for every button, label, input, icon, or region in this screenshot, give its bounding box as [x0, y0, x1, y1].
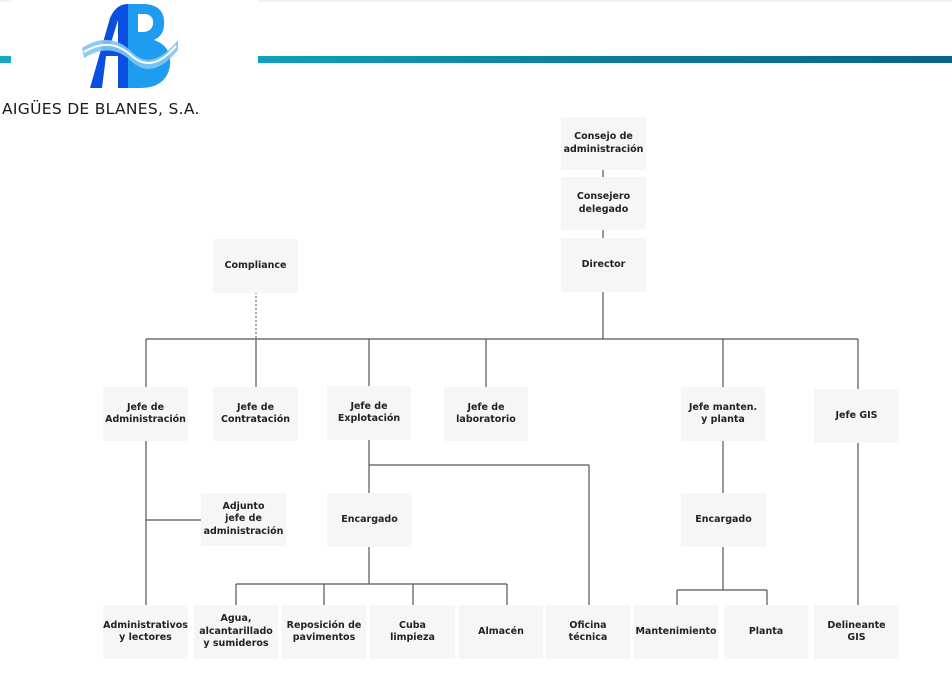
node-jefe-manten-planta: Jefe manten. y planta	[681, 387, 765, 441]
node-planta: Planta	[724, 605, 808, 659]
node-cuba-limpieza: Cuba limpieza	[370, 605, 455, 659]
node-adjunto-jefe-administracion: Adjunto jefe de administración	[201, 493, 286, 546]
company-name: AIGÜES DE BLANES, S.A.	[2, 100, 200, 118]
node-delineante-gis: Delineante GIS	[814, 605, 899, 659]
node-oficina-tecnica: Oficina técnica	[546, 605, 630, 659]
node-mantenimiento: Mantenimiento	[634, 605, 718, 659]
header-bar-left	[0, 56, 11, 63]
node-jefe-contratacion: Jefe de Contratación	[213, 387, 298, 441]
node-consejo-administracion: Consejo de administración	[561, 117, 646, 170]
top-strip	[0, 0, 12, 2]
header-bar-right	[258, 56, 952, 63]
node-agua-alcantarillado: Agua, alcantarillado y sumideros	[194, 605, 278, 659]
node-encargado-explotacion: Encargado	[327, 493, 412, 547]
node-reposicion-pavimentos: Reposición de pavimentos	[282, 605, 366, 659]
node-jefe-laboratorio: Jefe de laboratorio	[444, 387, 528, 441]
node-director: Director	[561, 238, 646, 292]
ab-wave-logo	[82, 4, 178, 88]
top-strip	[258, 0, 952, 2]
node-jefe-gis: Jefe GIS	[814, 389, 899, 443]
node-administrativos-lectores: Administrativos y lectores	[103, 605, 188, 659]
node-jefe-administracion: Jefe de Administración	[103, 387, 188, 441]
node-compliance: Compliance	[213, 239, 298, 293]
node-almacen: Almacén	[459, 605, 543, 659]
node-encargado-mantenimiento: Encargado	[681, 493, 766, 547]
node-jefe-explotacion: Jefe de Explotación	[327, 386, 411, 440]
node-consejero-delegado: Consejero delegado	[561, 177, 646, 230]
